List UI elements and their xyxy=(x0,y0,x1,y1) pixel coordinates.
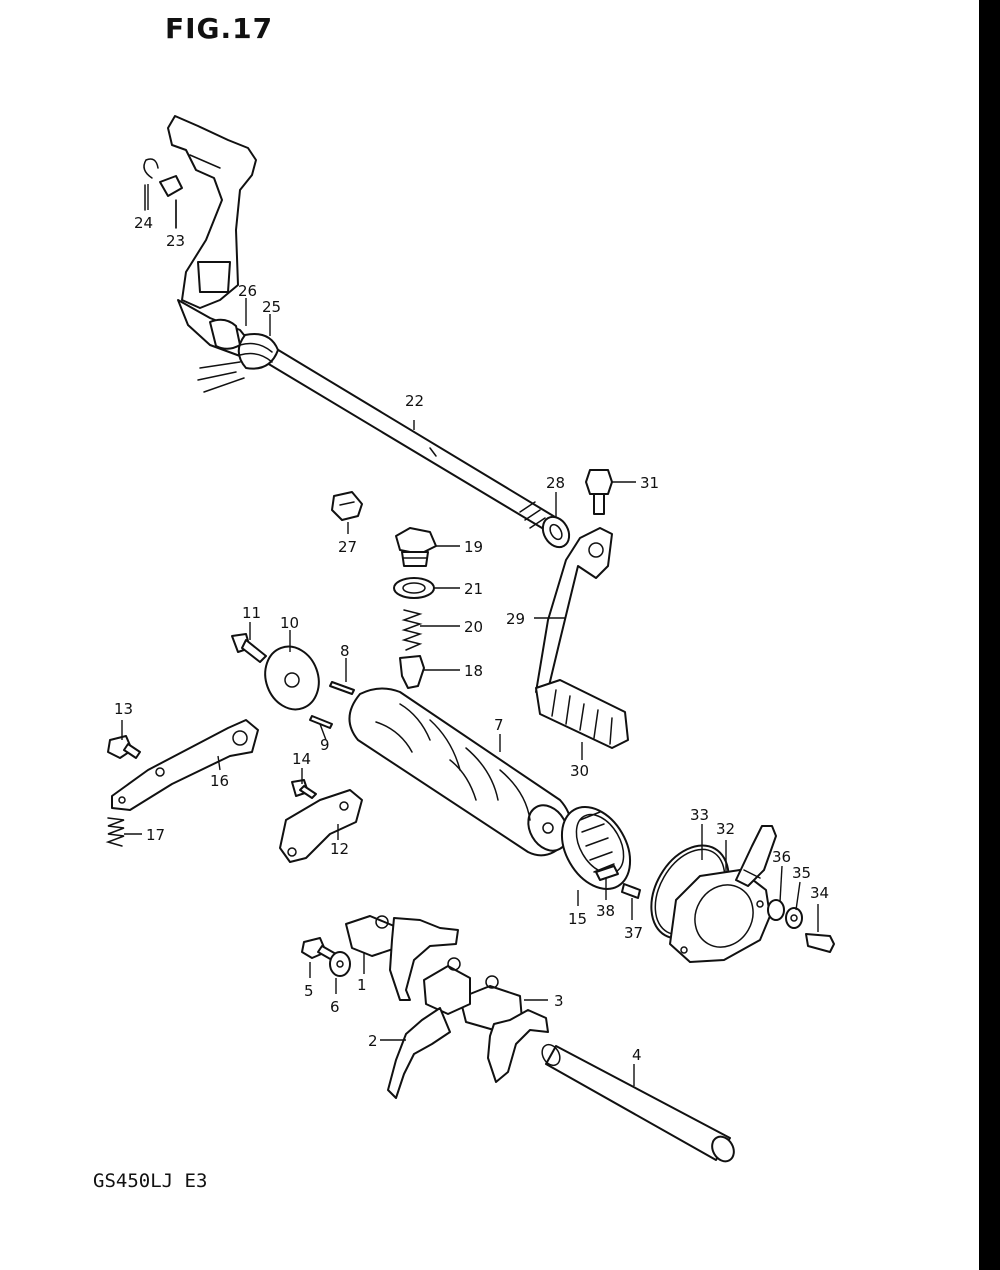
callout-32: 32 xyxy=(716,820,735,838)
callout-18: 18 xyxy=(464,662,483,680)
part-18-stopper-pin xyxy=(399,655,425,689)
callout-25: 25 xyxy=(262,298,281,316)
callout-14: 14 xyxy=(292,750,311,768)
part-24-e-ring xyxy=(143,158,159,211)
scan-edge-border xyxy=(979,0,1000,1270)
model-code: GS450LJ E3 xyxy=(93,1170,208,1192)
callout-12: 12 xyxy=(330,840,349,858)
part-1-shift-fork xyxy=(345,915,459,1001)
part-4-fork-shaft xyxy=(541,1043,735,1163)
part-16-lever xyxy=(111,719,259,811)
callout-11: 11 xyxy=(242,604,261,622)
callout-15: 15 xyxy=(568,910,587,928)
callout-16: 16 xyxy=(210,772,229,790)
callout-28: 28 xyxy=(546,474,565,492)
part-23-clip xyxy=(159,175,183,229)
part-38-pin xyxy=(595,865,619,881)
callout-4: 4 xyxy=(632,1046,642,1064)
callout-36: 36 xyxy=(772,848,791,866)
part-34-screw xyxy=(805,933,835,953)
figure-title: FIG.17 xyxy=(165,12,274,45)
part-19-plug-bolt xyxy=(395,527,437,567)
callout-7: 7 xyxy=(494,716,504,734)
part-37-pin xyxy=(621,883,641,899)
part-7-cam-drum xyxy=(348,687,572,857)
callout-34: 34 xyxy=(810,884,829,902)
part-12-cam-guide xyxy=(279,789,363,863)
part-36-washer xyxy=(767,899,785,921)
part-8-pin xyxy=(329,681,355,695)
callout-35: 35 xyxy=(792,864,811,882)
part-30-footpeg-rubber xyxy=(535,679,629,749)
part-9-pin xyxy=(309,715,333,729)
callout-2: 2 xyxy=(368,1032,378,1050)
callout-9: 9 xyxy=(320,736,330,754)
part-29-gearshift-lever xyxy=(535,527,613,693)
callout-37: 37 xyxy=(624,924,643,942)
callout-24: 24 xyxy=(134,214,153,232)
part-27-plug xyxy=(331,491,363,521)
callout-17: 17 xyxy=(146,826,165,844)
callout-19: 19 xyxy=(464,538,483,556)
callout-22: 22 xyxy=(405,392,424,410)
callout-20: 20 xyxy=(464,618,483,636)
part-17-spring xyxy=(105,817,125,847)
part-32-gear-position-switch xyxy=(669,825,777,963)
part-31-bolt xyxy=(585,469,613,515)
part-2-shift-fork xyxy=(387,957,471,1099)
part-22-gearshift-shaft xyxy=(167,115,561,535)
callout-38: 38 xyxy=(596,902,615,920)
part-6-washer xyxy=(329,951,351,977)
callout-29: 29 xyxy=(506,610,525,628)
callout-labels: 1 2 3 4 5 6 7 8 9 10 11 12 13 14 15 16 1… xyxy=(114,214,829,1064)
callout-33: 33 xyxy=(690,806,709,824)
callout-30: 30 xyxy=(570,762,589,780)
callout-23: 23 xyxy=(166,232,185,250)
callout-13: 13 xyxy=(114,700,133,718)
part-21-gasket xyxy=(393,577,435,599)
callout-31: 31 xyxy=(640,474,659,492)
callout-8: 8 xyxy=(340,642,350,660)
callout-1: 1 xyxy=(357,976,367,994)
leader-lines xyxy=(121,184,819,1086)
callout-27: 27 xyxy=(338,538,357,556)
callout-6: 6 xyxy=(330,998,340,1016)
part-20-spring xyxy=(401,609,423,651)
callout-5: 5 xyxy=(304,982,314,1000)
part-10-stopper-plate xyxy=(264,645,320,711)
part-14-screw xyxy=(291,779,317,799)
part-28-oil-seal xyxy=(519,501,571,549)
part-3-shift-fork xyxy=(459,975,549,1083)
part-13-bolt xyxy=(107,735,141,759)
callout-26: 26 xyxy=(238,282,257,300)
callout-21: 21 xyxy=(464,580,483,598)
part-11-screw xyxy=(231,633,267,663)
callout-10: 10 xyxy=(280,614,299,632)
part-35-washer xyxy=(785,907,803,929)
callout-3: 3 xyxy=(554,992,564,1010)
